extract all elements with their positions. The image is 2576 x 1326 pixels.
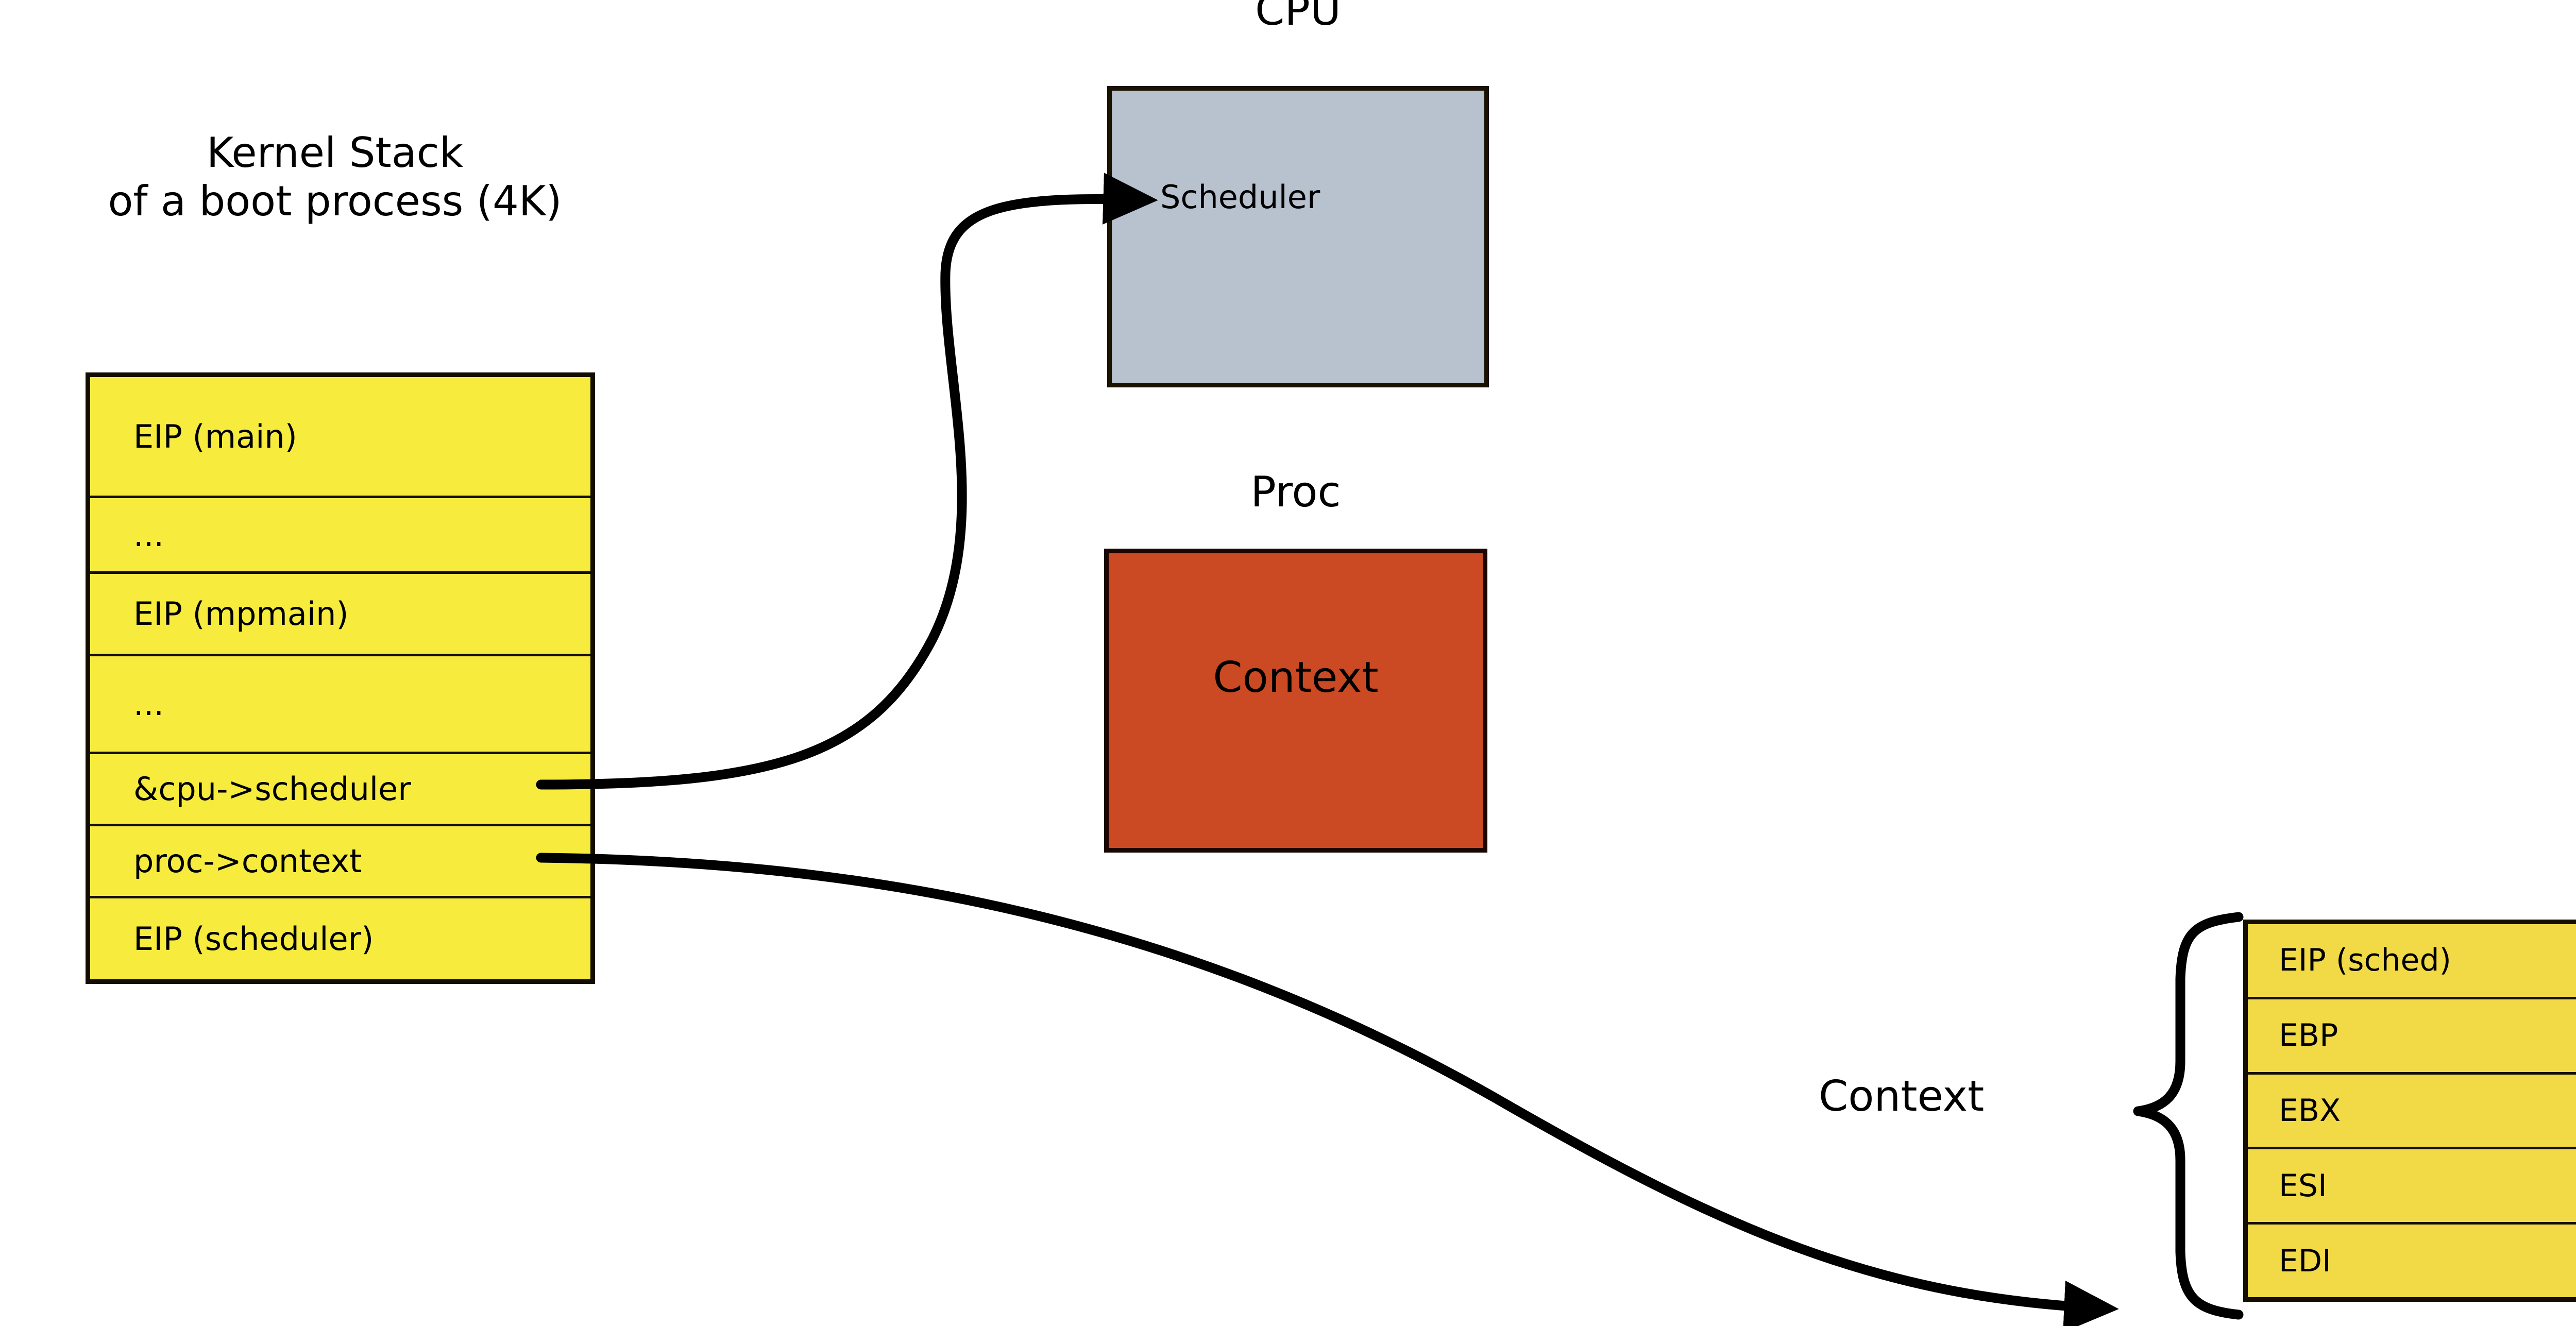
stack-row-cpu-scheduler: &cpu->scheduler (90, 754, 590, 826)
context-row: EIP (sched) (2248, 924, 2576, 999)
context-group-label: Context (1819, 1072, 1985, 1121)
stack-row: ... (90, 498, 590, 574)
context-row: EBP (2248, 999, 2576, 1075)
context-row: EBX (2248, 1074, 2576, 1150)
context-register-table: EIP (sched) EBP EBX ESI EDI (2243, 920, 2576, 1302)
proc-box (1104, 549, 1487, 853)
arrow-scheduler (536, 173, 1158, 790)
kernel-stack-title: Kernel Stack of a boot process (4K) (108, 129, 562, 226)
context-row: ESI (2248, 1149, 2576, 1225)
proc-title: Proc (1250, 468, 1341, 517)
proc-context-label: Context (1213, 653, 1379, 702)
kernel-stack-table: EIP (main) ... EIP (mpmain) ... &cpu->sc… (86, 372, 595, 984)
stack-row: EIP (scheduler) (90, 898, 590, 979)
stack-row: EIP (main) (90, 377, 590, 498)
stack-row: EIP (mpmain) (90, 574, 590, 656)
cpu-scheduler-label: Scheduler (1160, 178, 1320, 216)
context-row: EDI (2248, 1225, 2576, 1297)
stack-row: ... (90, 656, 590, 754)
cpu-box (1107, 86, 1489, 387)
stack-row-proc-context: proc->context (90, 826, 590, 898)
cpu-title: CPU (1255, 0, 1341, 35)
context-curly-brace (2133, 912, 2244, 1320)
